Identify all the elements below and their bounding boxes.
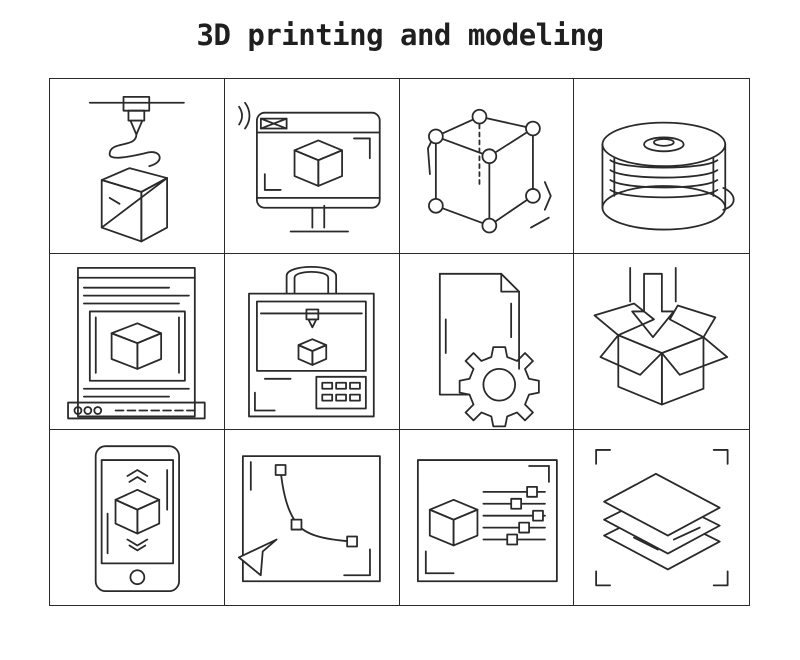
filament-spool-icon [574,79,749,255]
page-title: 3D printing and modeling [196,18,604,52]
computer-3d-model-icon [224,79,400,255]
smartphone-3d-model-icon [50,429,225,605]
box-download-icon [574,254,749,430]
file-settings-gear-icon [399,254,575,430]
icon-grid [49,78,750,606]
model-sliders-panel-icon [400,429,575,605]
desktop-3d-printer-icon [224,254,400,430]
wireframe-cube-icon [399,79,575,255]
3d-software-window-icon [50,254,225,430]
bezier-curve-cursor-icon [225,429,400,605]
3d-printer-extruder-icon [50,79,225,255]
layers-stack-icon [574,430,749,605]
